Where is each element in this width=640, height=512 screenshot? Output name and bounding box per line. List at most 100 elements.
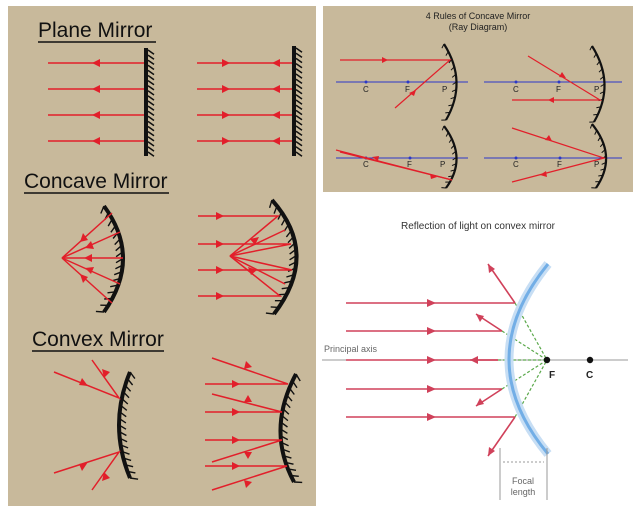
arrowhead bbox=[79, 378, 88, 386]
arrowhead bbox=[84, 254, 92, 262]
focus-point bbox=[558, 156, 562, 160]
center-point bbox=[586, 356, 594, 364]
concave-mirror-right-hatching bbox=[265, 199, 297, 315]
c-label: C bbox=[513, 160, 519, 169]
arrowhead bbox=[216, 212, 224, 220]
arrowhead bbox=[427, 327, 436, 335]
arrowhead bbox=[548, 97, 554, 103]
c-label: C bbox=[363, 85, 369, 94]
arrowhead bbox=[244, 361, 252, 369]
center-point bbox=[514, 156, 518, 160]
plane-mirror-right-arrowheads bbox=[222, 59, 280, 145]
ray bbox=[229, 255, 286, 285]
p-label: P bbox=[440, 160, 445, 169]
center-point bbox=[514, 80, 518, 84]
arrowhead bbox=[545, 135, 552, 141]
concave-mirror-title: Concave Mirror bbox=[24, 170, 168, 193]
reflected-arrowheads bbox=[470, 264, 495, 456]
arrowhead bbox=[216, 240, 224, 248]
arrowhead bbox=[248, 267, 257, 275]
rule-diagram-2: C F P bbox=[484, 45, 622, 123]
ray bbox=[339, 151, 453, 181]
arrowhead bbox=[92, 111, 100, 119]
concave-rules-background bbox=[323, 6, 633, 192]
arrowhead bbox=[488, 447, 495, 456]
left-panel-background bbox=[8, 6, 316, 506]
arrowhead bbox=[102, 369, 110, 378]
arrowhead bbox=[85, 241, 94, 249]
f-label: F bbox=[407, 160, 412, 169]
arrowhead bbox=[232, 436, 240, 444]
concave-mirror-right bbox=[198, 198, 299, 316]
arrowhead bbox=[409, 90, 416, 96]
f-label: F bbox=[405, 85, 410, 94]
f-label: F bbox=[556, 85, 561, 94]
focal-length-label-line2: length bbox=[511, 487, 536, 497]
plane-mirror-right bbox=[197, 46, 303, 157]
convex-mirror-left-rays bbox=[53, 359, 122, 491]
arrowhead bbox=[216, 266, 224, 274]
focal-length-label-line1: Focal bbox=[512, 476, 534, 486]
convex-mirror-left bbox=[53, 359, 139, 491]
arrowhead bbox=[244, 452, 252, 459]
plane-mirror-left-arrowheads bbox=[92, 59, 100, 145]
arrowhead bbox=[85, 267, 94, 274]
concave-rules-subtitle: (Ray Diagram) bbox=[449, 22, 508, 32]
ray bbox=[53, 359, 122, 400]
ray bbox=[205, 393, 283, 413]
arrowhead bbox=[382, 57, 388, 63]
arrowhead bbox=[244, 480, 252, 488]
convex-mirror-left-hatching bbox=[118, 371, 139, 480]
arrowhead bbox=[272, 111, 280, 119]
ray bbox=[198, 255, 293, 271]
arrowhead bbox=[427, 413, 436, 421]
arrowhead bbox=[540, 171, 547, 177]
focus-point bbox=[543, 356, 551, 364]
arrowhead bbox=[476, 398, 484, 406]
convex-mirror-right bbox=[205, 357, 303, 491]
arrowhead bbox=[222, 59, 230, 67]
ray bbox=[198, 255, 283, 297]
convex-reflection-title: Reflection of light on convex mirror bbox=[401, 221, 556, 232]
focus-point bbox=[406, 80, 410, 84]
convex-mirror-right-arrowheads bbox=[232, 361, 252, 488]
p-label: P bbox=[594, 85, 599, 94]
c-label: C bbox=[513, 85, 519, 94]
arrowhead bbox=[80, 274, 88, 283]
arrowhead bbox=[222, 111, 230, 119]
rule-diagram-1: C F P bbox=[336, 43, 468, 121]
arrowhead bbox=[372, 156, 379, 161]
convex-reflection-panel: Reflection of light on convex mirror Pri… bbox=[322, 221, 628, 500]
concave-mirror-right-arrowheads bbox=[216, 212, 259, 300]
arrowhead bbox=[92, 85, 100, 93]
ray bbox=[229, 229, 286, 257]
plane-mirror-left-hatching bbox=[147, 49, 155, 157]
arrowhead bbox=[272, 137, 280, 145]
arrowhead bbox=[92, 137, 100, 145]
arrowhead bbox=[80, 233, 88, 242]
convex-mirror-title: Convex Mirror bbox=[32, 328, 164, 351]
concave-mirror-left bbox=[61, 204, 125, 314]
left-panel: Plane Mirror bbox=[8, 6, 316, 506]
dashed-line bbox=[501, 359, 548, 390]
f-label: F bbox=[557, 160, 562, 169]
c-label: C bbox=[363, 160, 369, 169]
arrowhead bbox=[470, 356, 478, 364]
convex-mirror-right-hatching bbox=[280, 373, 303, 484]
plane-mirror-left bbox=[48, 48, 155, 157]
focus-point bbox=[557, 80, 561, 84]
arrowhead bbox=[216, 292, 224, 300]
rule-diagram-4: C F P bbox=[484, 123, 622, 189]
arrowhead bbox=[244, 395, 252, 402]
focal-length-indicator bbox=[499, 448, 548, 500]
principal-axis-label: Principal axis bbox=[324, 344, 378, 354]
p-label: P bbox=[594, 160, 599, 169]
arrowhead bbox=[427, 356, 436, 364]
convex-mirror-surface bbox=[507, 263, 550, 455]
concave-rules-title: 4 Rules of Concave Mirror bbox=[426, 11, 531, 21]
ray bbox=[198, 243, 292, 257]
plane-mirror-right-hatching bbox=[295, 47, 303, 157]
arrowhead bbox=[430, 174, 437, 179]
concave-mirror-left-arrowheads bbox=[80, 233, 94, 283]
